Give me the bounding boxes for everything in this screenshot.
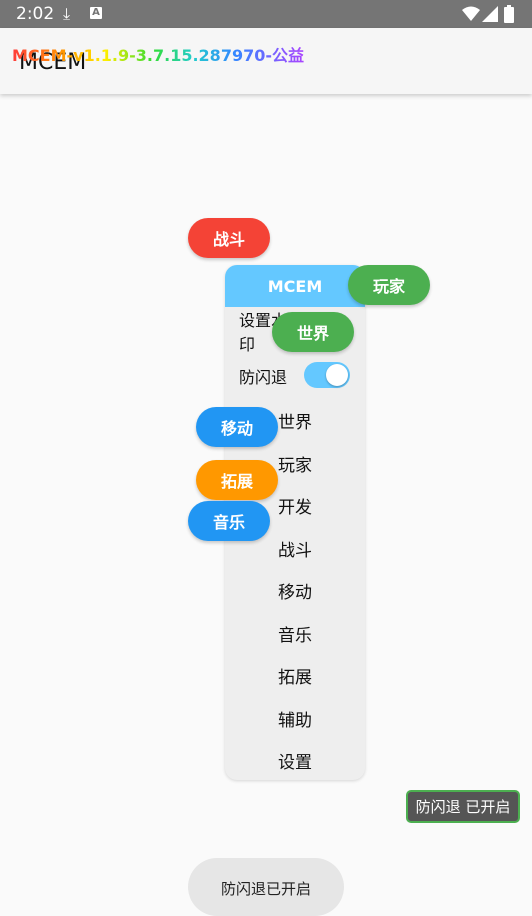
- anti-flash-status-chip: 防闪退 已开启: [406, 790, 520, 823]
- status-bar: 2:02 ⤓ A: [0, 0, 532, 28]
- anti-flash-label: 防闪退: [239, 368, 288, 387]
- menu-item-world[interactable]: 世界: [278, 413, 312, 433]
- panel-header[interactable]: MCEM: [225, 265, 365, 307]
- anti-flash-toggle[interactable]: [304, 362, 350, 388]
- signal-icon: [482, 6, 498, 22]
- world-float-button[interactable]: 世界: [272, 312, 354, 352]
- extend-float-button[interactable]: 拓展: [196, 460, 278, 500]
- battery-icon: [504, 5, 514, 23]
- music-float-button[interactable]: 音乐: [188, 501, 270, 541]
- menu-item-develop[interactable]: 开发: [278, 498, 312, 518]
- app-notification-icon: A: [90, 7, 102, 19]
- download-icon: ⤓: [63, 4, 71, 23]
- status-time: 2:02: [16, 4, 55, 24]
- menu-item-extend[interactable]: 拓展: [278, 668, 312, 688]
- toast-message: 防闪退已开启: [188, 858, 344, 916]
- version-watermark: MCEM-v1.1.9-3.7.15.287970-公益: [12, 42, 304, 66]
- menu-item-music[interactable]: 音乐: [278, 626, 312, 646]
- panel-header-title: MCEM: [267, 276, 323, 296]
- toggle-knob: [326, 364, 348, 386]
- menu-item-assist[interactable]: 辅助: [278, 711, 312, 731]
- menu-item-player[interactable]: 玩家: [278, 456, 312, 476]
- menu-item-combat[interactable]: 战斗: [278, 541, 312, 561]
- player-float-button[interactable]: 玩家: [348, 265, 430, 305]
- combat-float-button[interactable]: 战斗: [188, 218, 270, 258]
- app-bar: MCEM MCEM-v1.1.9-3.7.15.287970-公益: [0, 28, 532, 94]
- wifi-icon: [462, 6, 480, 21]
- menu-item-settings[interactable]: 设置: [278, 753, 312, 773]
- app-title: MCEM: [19, 50, 86, 75]
- move-float-button[interactable]: 移动: [196, 407, 278, 447]
- menu-item-move[interactable]: 移动: [278, 583, 312, 603]
